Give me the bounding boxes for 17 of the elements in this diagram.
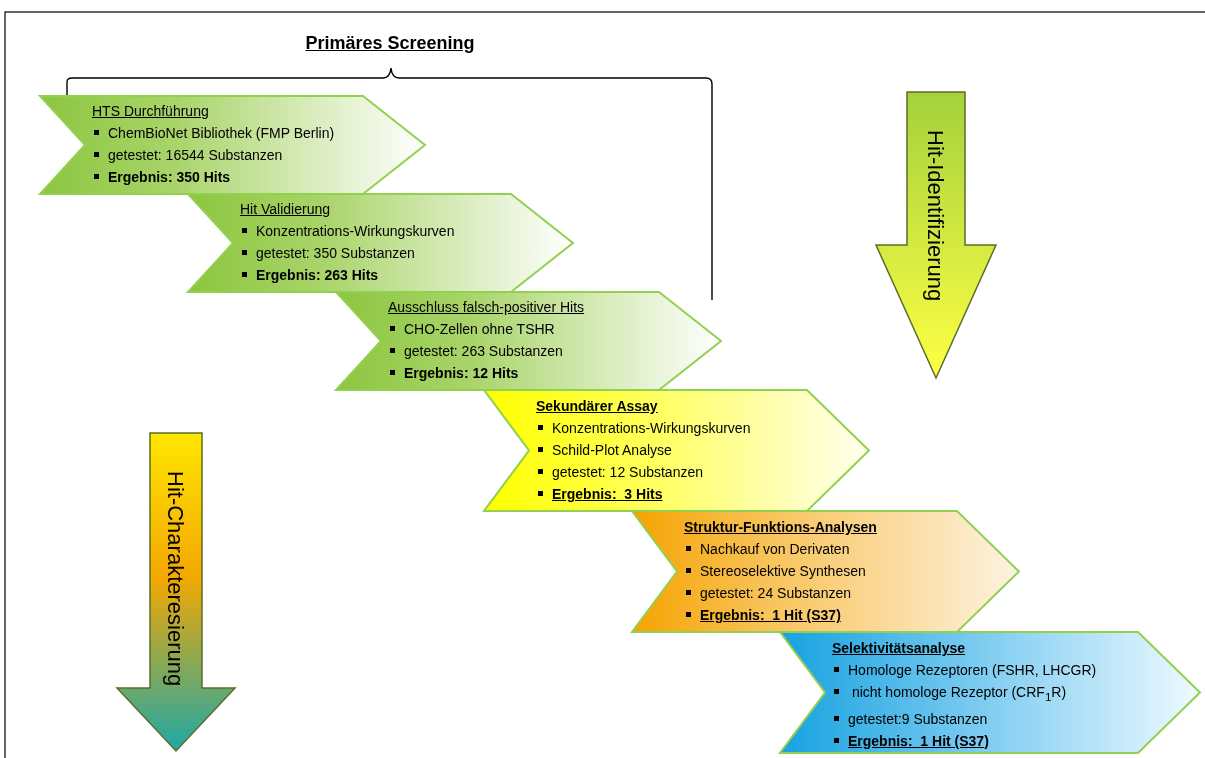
step-panel <box>40 96 425 194</box>
step-panel <box>484 390 869 511</box>
down-arrow <box>876 92 996 378</box>
step-heading: Ausschluss falsch-positiver Hits <box>388 298 585 317</box>
step-heading: Struktur-Funktions-Analysen <box>684 518 877 537</box>
step-panel <box>780 632 1200 753</box>
step-panel <box>336 292 721 390</box>
step-heading: Sekundärer Assay <box>536 397 659 416</box>
arrow-label: Hit-Identifizierung <box>922 130 948 302</box>
step-heading: Selektivitätsanalyse <box>832 639 967 658</box>
arrow-label: Hit-Charakteresierung <box>162 471 188 687</box>
down-arrow <box>117 433 235 751</box>
step-heading: HTS Durchführung <box>92 102 210 121</box>
step-panel <box>632 511 1019 632</box>
step-heading: Hit Validierung <box>240 200 331 219</box>
title: Primäres Screening <box>304 33 476 54</box>
step-panel <box>188 194 573 292</box>
